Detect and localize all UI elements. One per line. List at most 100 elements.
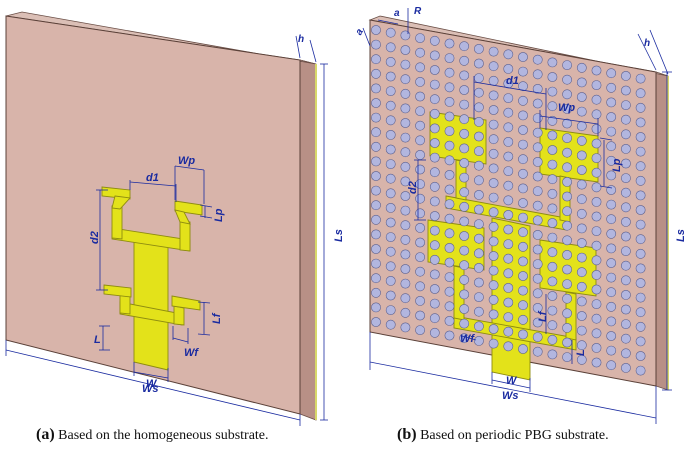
pbg-hole xyxy=(606,155,617,166)
pbg-hole xyxy=(371,25,381,35)
pbg-hole xyxy=(444,228,455,239)
label-lp-a: Lp xyxy=(213,208,225,222)
pbg-hole xyxy=(576,252,587,263)
pbg-hole xyxy=(488,294,499,305)
pbg-hole xyxy=(606,97,617,108)
pbg-hole xyxy=(400,205,411,216)
pbg-hole xyxy=(429,108,440,119)
pbg-hole xyxy=(503,64,514,74)
label-d2-a: d2 xyxy=(89,231,101,244)
pbg-hole xyxy=(621,231,631,242)
pbg-hole xyxy=(459,274,470,285)
pbg-hole xyxy=(606,185,617,195)
pbg-hole xyxy=(518,168,528,179)
pbg-hole xyxy=(459,99,470,110)
pbg-hole xyxy=(635,175,646,186)
pbg-hole xyxy=(429,240,440,251)
pbg-hole xyxy=(518,314,528,325)
label-ls-b: Ls xyxy=(675,229,685,242)
pbg-hole xyxy=(503,166,514,176)
pbg-hole xyxy=(503,93,514,103)
pbg-hole xyxy=(562,337,572,348)
pbg-hole xyxy=(488,61,499,72)
pbg-hole xyxy=(576,165,587,175)
label-wp-b: Wp xyxy=(558,102,575,114)
label-h-b: h xyxy=(644,38,650,49)
pbg-hole xyxy=(488,207,499,218)
pbg-hole xyxy=(591,80,602,90)
pbg-hole xyxy=(591,299,602,309)
pbg-hole xyxy=(635,88,646,99)
pbg-hole xyxy=(503,239,514,249)
pbg-hole xyxy=(621,304,631,315)
pbg-hole xyxy=(459,245,470,256)
pbg-hole xyxy=(547,276,558,287)
pbg-hole xyxy=(415,135,425,146)
pbg-hole xyxy=(385,115,396,126)
pbg-hole xyxy=(547,57,558,68)
pbg-hole xyxy=(429,313,440,324)
pbg-hole xyxy=(606,82,617,93)
pbg-hole xyxy=(635,102,646,113)
pbg-hole xyxy=(606,126,617,137)
label-d2-b: d2 xyxy=(407,181,419,194)
pbg-hole xyxy=(415,325,425,335)
pbg-hole xyxy=(415,252,425,262)
pbg-hole xyxy=(547,145,558,155)
pbg-hole xyxy=(459,172,470,183)
pbg-hole xyxy=(503,312,514,322)
pbg-hole xyxy=(562,293,572,304)
pbg-hole xyxy=(547,320,558,331)
pbg-hole xyxy=(532,84,543,94)
pbg-hole xyxy=(415,33,425,43)
pbg-hole xyxy=(503,224,514,235)
pbg-hole xyxy=(518,95,528,106)
pbg-hole xyxy=(371,141,381,152)
pbg-hole xyxy=(400,307,411,318)
pbg-hole xyxy=(518,227,528,238)
pbg-hole xyxy=(518,329,528,340)
pbg-hole xyxy=(562,133,572,143)
pbg-hole xyxy=(503,326,514,337)
pbg-hole xyxy=(606,214,617,225)
pbg-hole xyxy=(385,261,396,272)
pbg-hole xyxy=(503,209,514,220)
pbg-hole xyxy=(532,142,543,153)
pbg-hole xyxy=(429,152,440,163)
pbg-hole xyxy=(532,288,543,299)
pbg-hole xyxy=(459,41,470,52)
pbg-hole xyxy=(635,117,646,128)
pbg-hole xyxy=(459,231,470,241)
pbg-hole xyxy=(400,322,411,333)
pbg-hole xyxy=(591,328,602,339)
pbg-hole xyxy=(400,293,411,304)
pbg-hole xyxy=(473,189,484,200)
pbg-hole xyxy=(532,259,543,269)
pbg-hole xyxy=(488,46,499,57)
pbg-hole xyxy=(385,129,396,140)
pbg-hole xyxy=(444,199,455,209)
pbg-hole xyxy=(459,318,470,329)
pbg-hole xyxy=(385,42,396,53)
pbg-hole xyxy=(562,104,572,114)
pbg-hole xyxy=(635,190,646,201)
pbg-hole xyxy=(532,302,543,313)
pbg-hole xyxy=(400,30,411,41)
pbg-hole xyxy=(562,322,572,333)
pbg-hole xyxy=(576,121,587,132)
pbg-hole xyxy=(503,268,514,279)
pbg-hole xyxy=(429,94,440,105)
pbg-hole xyxy=(488,119,499,130)
pbg-hole xyxy=(547,115,558,126)
pbg-hole xyxy=(547,174,558,185)
pbg-hole xyxy=(591,167,602,178)
pbg-hole xyxy=(385,290,396,301)
pbg-hole xyxy=(532,229,543,240)
pbg-hole xyxy=(562,89,572,100)
pbg-hole xyxy=(562,118,572,129)
patch-antenna-a xyxy=(101,186,203,371)
pbg-hole xyxy=(459,128,470,139)
pbg-hole xyxy=(488,309,499,320)
pbg-hole xyxy=(459,260,470,271)
pbg-hole xyxy=(606,228,617,239)
